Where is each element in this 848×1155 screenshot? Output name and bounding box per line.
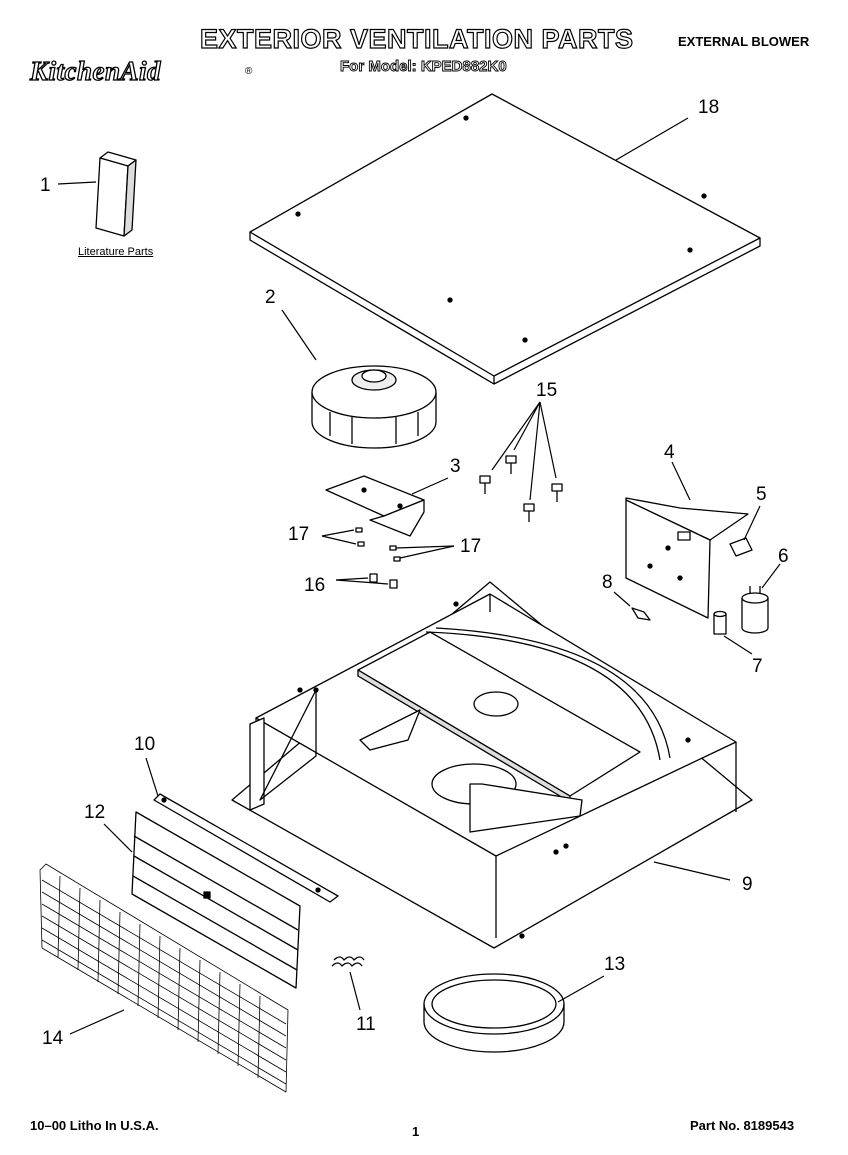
callout-4: 4 (664, 442, 675, 463)
callout-14: 14 (42, 1028, 64, 1049)
literature-booklet (95, 151, 137, 237)
louver (131, 811, 301, 989)
small-capacitor (713, 610, 727, 635)
litho-note: 10–00 Litho In U.S.A. (30, 1118, 159, 1133)
page-number: 1 (412, 1124, 420, 1139)
callout-6: 6 (778, 546, 789, 567)
literature-label: Literature Parts (78, 246, 154, 258)
callout-13: 13 (604, 954, 626, 975)
section-label: EXTERNAL BLOWER (678, 34, 810, 49)
callout-9: 9 (742, 874, 753, 895)
callout-18: 18 (698, 97, 720, 118)
part-number: Part No. 8189543 (690, 1118, 795, 1133)
brand-logo: KitchenAid (29, 55, 162, 86)
grille-mesh (39, 863, 289, 1093)
callout-1: 1 (40, 175, 51, 196)
spring (331, 956, 365, 967)
callout-12: 12 (84, 802, 106, 823)
page-title: EXTERIOR VENTILATION PARTS (199, 23, 634, 54)
control-bracket (625, 497, 749, 619)
leader-lines (57, 117, 781, 1035)
model-number: For Model: KPED882K0 (340, 58, 508, 76)
blower-housing (231, 581, 753, 949)
top-panel (249, 93, 761, 385)
callout-8: 8 (602, 572, 613, 593)
capacitor (741, 586, 769, 634)
registered-mark: ® (245, 66, 253, 77)
callout-11: 11 (356, 1014, 376, 1035)
callout-17-left: 17 (288, 524, 310, 545)
clip (729, 537, 753, 557)
callout-10: 10 (134, 734, 156, 755)
callout-5: 5 (756, 484, 767, 505)
callout-17-right: 17 (460, 536, 482, 557)
blower-wheel (311, 365, 437, 449)
callout-7: 7 (752, 656, 763, 677)
callout-15: 15 (536, 380, 558, 401)
screws (479, 455, 563, 522)
callout-2: 2 (265, 287, 276, 308)
switch (631, 607, 651, 621)
callout-3: 3 (450, 456, 461, 477)
collar-ring (423, 973, 565, 1053)
blower-bracket (325, 475, 425, 537)
nuts-and-washers (355, 527, 401, 589)
callout-16: 16 (304, 575, 326, 596)
